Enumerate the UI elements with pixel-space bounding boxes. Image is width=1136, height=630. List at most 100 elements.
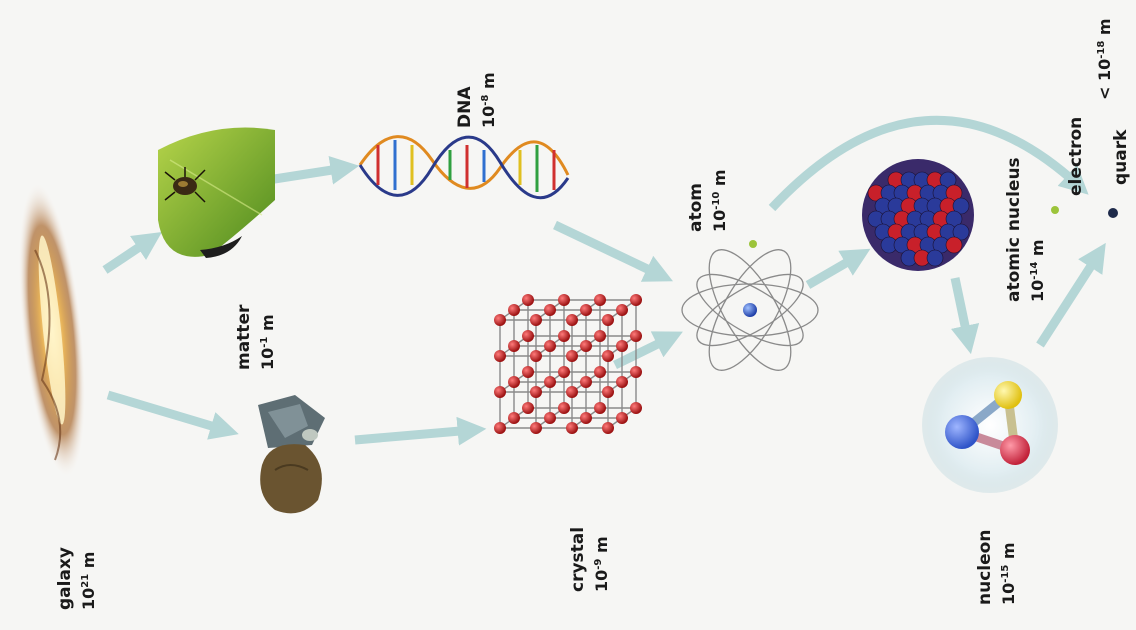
lattice-atom xyxy=(522,366,534,378)
nucleus-particle xyxy=(946,237,962,253)
lattice-atom xyxy=(594,402,606,414)
lattice-atom xyxy=(530,314,542,326)
matter-name: matter xyxy=(234,305,255,370)
atomic-nucleus-size-base: 10 xyxy=(1028,280,1047,302)
atomic-nucleus-image xyxy=(862,159,974,271)
label-atom: atom 10-10 m xyxy=(686,169,730,232)
lattice-atom xyxy=(530,422,542,434)
lattice-atom xyxy=(508,376,520,388)
electron-size: < 10-18 m xyxy=(1092,18,1115,100)
lattice-atom xyxy=(602,350,614,362)
atom-electron-dot xyxy=(749,240,757,248)
nucleon-size: 10-15 m xyxy=(996,530,1019,605)
lattice-atom xyxy=(544,412,556,424)
quark-dot xyxy=(1108,208,1118,218)
nucleon-size-base: 10 xyxy=(999,583,1018,605)
label-nucleon: nucleon 10-15 m xyxy=(975,530,1019,605)
crystal-size: 10-9 m xyxy=(589,527,612,592)
atomic-nucleus-size-exp: -14 xyxy=(1029,262,1040,280)
arrow-galaxy-to-matter xyxy=(108,395,225,430)
dna-size-base: 10 xyxy=(479,106,498,128)
atom-size-base: 10 xyxy=(710,210,729,232)
lattice-atom xyxy=(580,340,592,352)
lattice-atom xyxy=(522,402,534,414)
nucleon-image xyxy=(922,357,1058,493)
lattice-atom xyxy=(580,376,592,388)
lattice-atom xyxy=(558,402,570,414)
lattice-atom xyxy=(602,422,614,434)
lattice-atom xyxy=(566,422,578,434)
arrow-nucleus-to-nucleon xyxy=(955,278,968,340)
lattice-atom xyxy=(522,294,534,306)
crystal-size-unit: m xyxy=(592,536,611,558)
galaxy-size: 1021 m xyxy=(76,547,99,610)
label-quark: quark xyxy=(1111,130,1132,185)
lattice-atom xyxy=(630,294,642,306)
label-matter: matter 10-1 m xyxy=(234,305,278,370)
lattice-atom xyxy=(566,314,578,326)
lattice-atom xyxy=(544,376,556,388)
dna-size-exp: -8 xyxy=(480,95,491,106)
atom-name: atom xyxy=(686,169,707,232)
atom-image xyxy=(682,238,818,382)
nucleon-size-exp: -15 xyxy=(1000,565,1011,583)
nucleus-particle xyxy=(927,250,943,266)
quark-red xyxy=(1000,435,1030,465)
label-crystal: crystal 10-9 m xyxy=(568,527,612,592)
lattice-atom xyxy=(602,386,614,398)
lattice-atom xyxy=(630,330,642,342)
atom-size-exp: -10 xyxy=(711,192,722,210)
lattice-atom xyxy=(530,386,542,398)
lattice-atom xyxy=(494,386,506,398)
lattice-atom xyxy=(508,412,520,424)
lattice-atom xyxy=(630,402,642,414)
lattice-atom xyxy=(616,340,628,352)
arrow-nucleon-to-quark xyxy=(1040,255,1098,345)
nucleon-name: nucleon xyxy=(975,530,996,605)
lattice-atom xyxy=(494,350,506,362)
dna-helix-image xyxy=(360,137,568,198)
arrow-galaxy-to-dna xyxy=(105,240,150,270)
lattice-atom xyxy=(558,366,570,378)
atomic-nucleus-name: atomic nucleus xyxy=(1004,157,1025,302)
arrow-matter-to-crystal xyxy=(355,430,472,440)
beetle-on-leaf-image xyxy=(158,128,275,259)
atomic-nucleus-size: 10-14 m xyxy=(1025,157,1048,302)
electron-dot xyxy=(1051,206,1059,214)
galaxy-size-unit: m xyxy=(79,552,98,574)
atomic-nucleus-size-unit: m xyxy=(1028,239,1047,261)
galaxy-name: galaxy xyxy=(55,547,76,610)
lattice-atom xyxy=(494,422,506,434)
lattice-atom xyxy=(616,412,628,424)
galaxy-size-base: 10 xyxy=(79,588,98,610)
label-atomic-nucleus: atomic nucleus 10-14 m xyxy=(1004,157,1048,302)
lattice-atom xyxy=(594,366,606,378)
atom-nucleus-dot xyxy=(743,303,757,317)
dna-size-unit: m xyxy=(479,72,498,94)
lattice-atom xyxy=(616,304,628,316)
arrow-dna-to-atom xyxy=(555,225,660,275)
lattice-atom xyxy=(594,294,606,306)
lattice-atom xyxy=(558,294,570,306)
lattice-atom xyxy=(544,304,556,316)
crystal-name: crystal xyxy=(568,527,589,592)
lattice-atom xyxy=(530,350,542,362)
lattice-atom xyxy=(544,340,556,352)
matter-size-base: 10 xyxy=(258,348,277,370)
label-galaxy: galaxy 1021 m xyxy=(55,547,99,610)
lattice-atom xyxy=(616,376,628,388)
quark-name: quark xyxy=(1111,130,1132,185)
atom-size: 10-10 m xyxy=(707,169,730,232)
electron-size-base: < 10 xyxy=(1095,59,1114,100)
electron-size-unit: m xyxy=(1095,18,1114,40)
label-electron-size: < 10-18 m xyxy=(1092,18,1115,100)
lattice-atom xyxy=(566,350,578,362)
lattice-atom xyxy=(508,304,520,316)
lattice-atom xyxy=(566,386,578,398)
matter-size-exp: -1 xyxy=(259,337,270,348)
arrow-beetle-to-dna xyxy=(268,168,345,180)
lattice-atom xyxy=(522,330,534,342)
label-dna: DNA 10-8 m xyxy=(455,72,499,128)
lattice-atom xyxy=(580,412,592,424)
